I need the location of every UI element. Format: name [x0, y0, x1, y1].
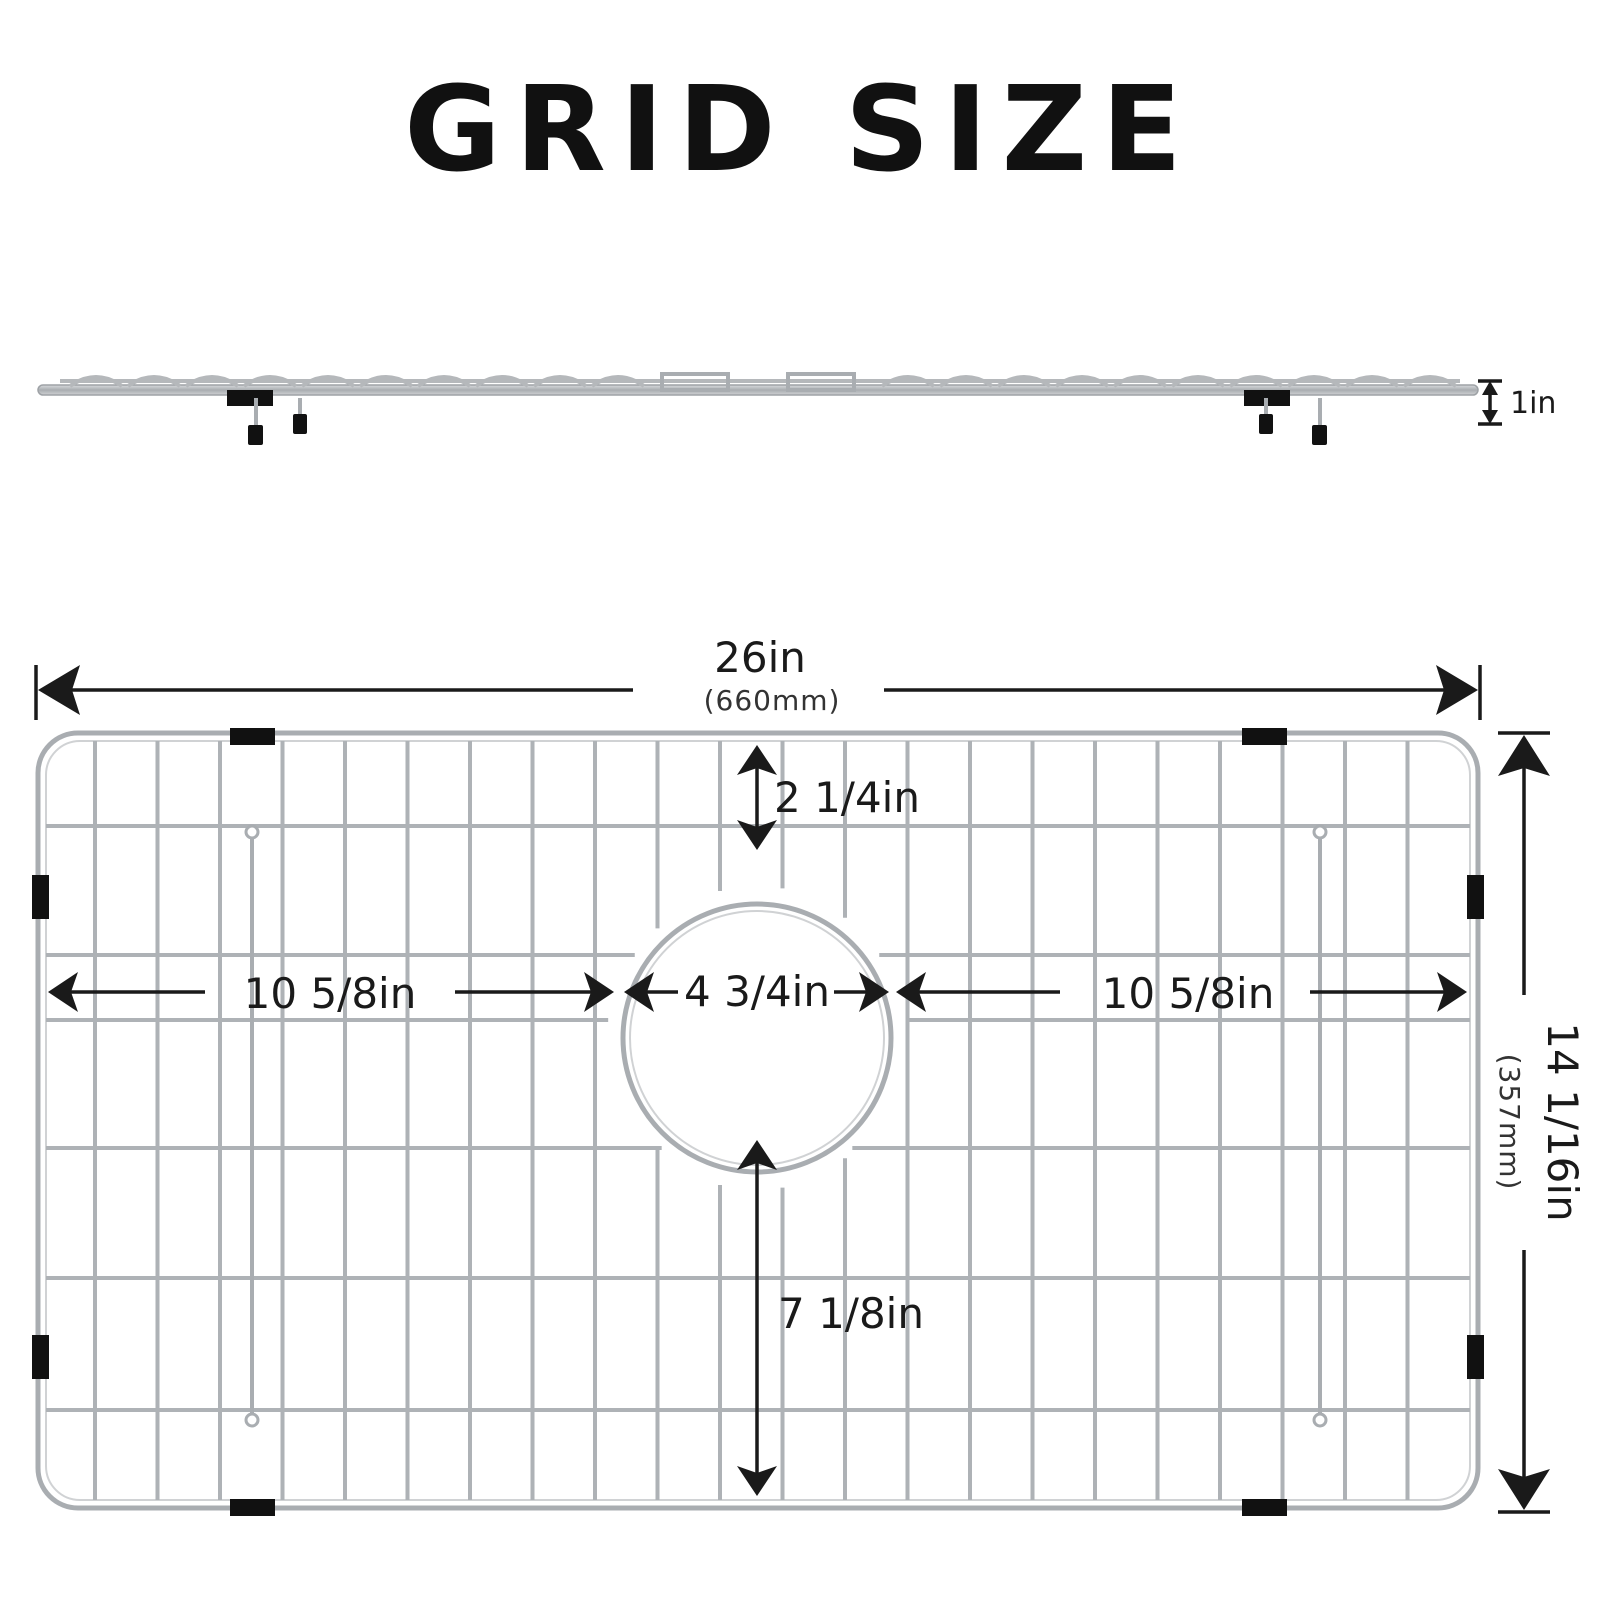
drain-to-bottom-arrow	[737, 1140, 777, 1496]
overall-width-arrow	[34, 665, 1482, 720]
side-wire-loop	[126, 375, 182, 388]
bumper-bottom-right	[1242, 1499, 1287, 1516]
drain-opening-ring	[620, 901, 894, 1175]
side-wire-loop	[1112, 375, 1168, 388]
bumper-right-lower	[1467, 1335, 1484, 1379]
drain-diameter-label: 4 3/4in	[684, 967, 830, 1016]
top-to-drain-label: 2 1/4in	[774, 773, 920, 822]
vertical-wires	[93, 741, 1410, 1500]
bumper-bottom-left	[230, 1499, 275, 1516]
side-wire-loop	[532, 375, 588, 388]
drain-to-bottom-label: 7 1/8in	[778, 1289, 924, 1338]
side-foot	[293, 414, 307, 434]
height-dimension-arrow	[1478, 379, 1502, 426]
side-wire-loop	[1286, 375, 1342, 388]
side-wire-loop	[938, 375, 994, 388]
side-wire-loop	[358, 375, 414, 388]
overall-depth-label: 14 1/16in	[1538, 1022, 1587, 1221]
left-to-drain-arrow	[48, 972, 614, 1012]
bumper-top-right	[1242, 728, 1287, 745]
drain-diameter-arrow	[624, 972, 889, 1012]
side-wire-loop	[880, 375, 936, 388]
top-view-grid	[32, 728, 1484, 1516]
bumper-left-upper	[32, 875, 49, 919]
side-foot	[248, 425, 263, 445]
diagram-title: GRID SIZE	[404, 60, 1196, 198]
bumper-top-left	[230, 728, 275, 745]
side-view-wire-loops	[68, 375, 1458, 388]
side-wire-loop	[1402, 375, 1458, 388]
side-wire-loop	[184, 375, 240, 388]
right-to-drain-arrow	[896, 972, 1467, 1012]
right-to-drain-label: 10 5/8in	[1102, 969, 1275, 1018]
bumper-left-lower	[32, 1335, 49, 1379]
side-wire-loop	[416, 375, 472, 388]
side-wire-loop	[1228, 375, 1284, 388]
side-wire-loop	[300, 375, 356, 388]
side-wire-loop	[1170, 375, 1226, 388]
side-bumper-left	[227, 390, 273, 406]
side-wire-loop	[996, 375, 1052, 388]
overall-depth-arrow	[1498, 731, 1550, 1514]
side-wire-loop	[1344, 375, 1400, 388]
side-wire-loop	[1054, 375, 1110, 388]
overall-width-metric-label: (660mm)	[704, 684, 841, 717]
height-label: 1in	[1510, 386, 1556, 421]
side-foot	[1312, 425, 1327, 445]
side-wire-loop	[474, 375, 530, 388]
side-view: 1in	[37, 372, 1556, 445]
side-foot	[1259, 414, 1273, 434]
overall-depth-metric-label: (357mm)	[1493, 1054, 1526, 1191]
side-wire-loop	[242, 375, 298, 388]
bumper-right-upper	[1467, 875, 1484, 919]
side-wire-loop	[590, 375, 646, 388]
left-to-drain-label: 10 5/8in	[244, 969, 417, 1018]
side-wire-loop	[68, 375, 124, 388]
top-to-drain-arrow	[737, 745, 777, 850]
overall-width-label: 26in	[714, 633, 806, 682]
grid-frame	[35, 730, 1481, 1511]
